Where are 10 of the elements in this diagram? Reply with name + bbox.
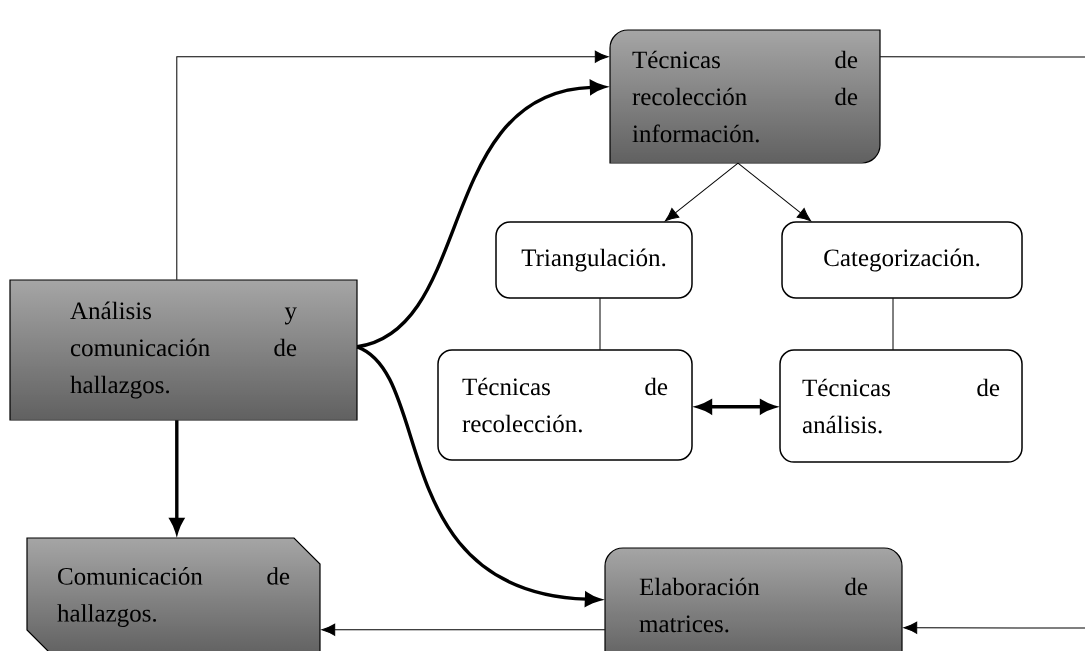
arrow xyxy=(664,162,739,222)
process-box: Técnicas de recolección de información. xyxy=(609,29,881,164)
process-box: Elaboración de matrices. xyxy=(604,547,903,651)
process-box: Técnicas de análisis. xyxy=(779,349,1023,463)
process-box: Comunicación de hallazgos. xyxy=(26,537,321,651)
process-box: Categorización. xyxy=(781,221,1023,299)
process-box: Análisis y comunicación de hallazgos. xyxy=(9,279,358,421)
arrow xyxy=(321,623,606,636)
arrow xyxy=(737,162,812,222)
arrow xyxy=(903,621,1085,634)
